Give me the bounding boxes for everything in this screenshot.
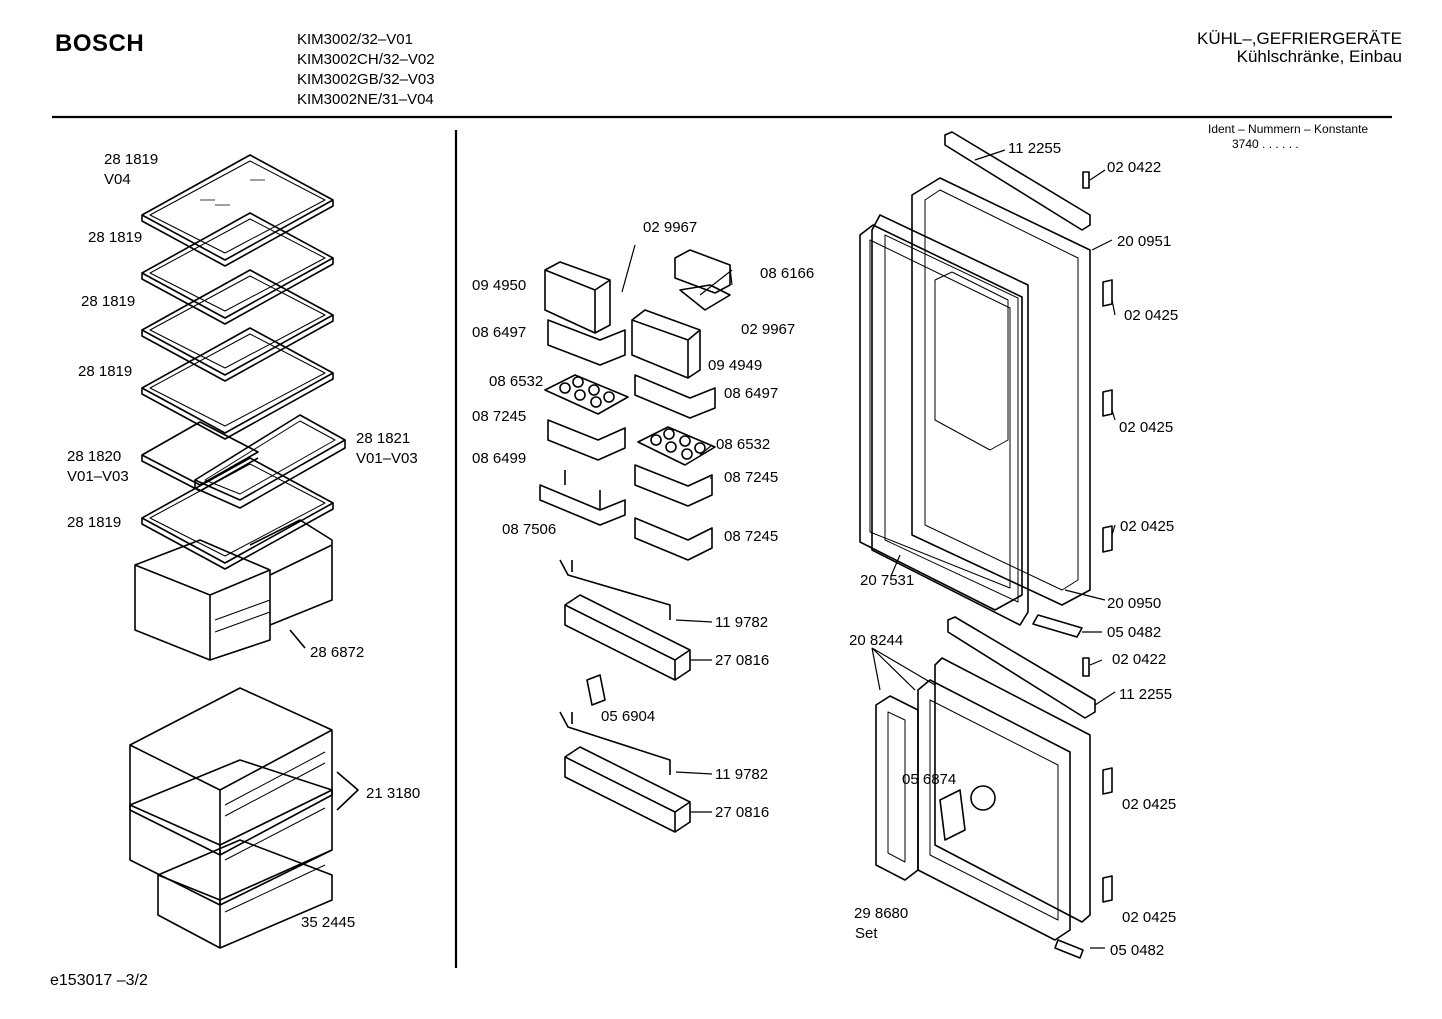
glass-shelf bbox=[141, 457, 334, 570]
model-line: KIM3002GB/32–V03 bbox=[297, 71, 435, 88]
glass-shelf bbox=[141, 154, 334, 267]
variant-label: V04 bbox=[104, 171, 131, 188]
part-label: 11 2255 bbox=[1119, 686, 1173, 703]
glass-shelf bbox=[141, 327, 334, 440]
part-label: 02 0425 bbox=[1124, 307, 1179, 324]
crisper-drawers bbox=[134, 519, 333, 661]
part-label: 08 6532 bbox=[489, 373, 544, 390]
part-label: 08 7245 bbox=[724, 528, 779, 545]
brand-logo: BOSCH bbox=[55, 30, 145, 57]
part-label: 02 0425 bbox=[1119, 419, 1174, 436]
part-label: 05 6904 bbox=[601, 708, 656, 725]
bottle-shelf bbox=[564, 746, 691, 833]
document-id: e153017 –3/2 bbox=[50, 972, 148, 989]
part-label: 05 6874 bbox=[902, 771, 957, 788]
part-label: 20 8244 bbox=[849, 632, 904, 649]
butter-compartment bbox=[544, 261, 626, 366]
freezer-drawer bbox=[129, 687, 333, 856]
part-label: 08 7245 bbox=[472, 408, 527, 425]
egg-tray bbox=[544, 374, 629, 461]
split-glass-shelf bbox=[141, 414, 346, 509]
hinge-covers bbox=[1102, 279, 1113, 903]
small-box bbox=[539, 470, 626, 526]
part-label: 28 1819 bbox=[104, 151, 159, 168]
door-hinge-bar bbox=[944, 131, 1091, 231]
part-label: 05 0482 bbox=[1110, 942, 1165, 959]
ident-label: Ident – Nummern – Konstante bbox=[1208, 122, 1369, 136]
part-label: 28 6872 bbox=[310, 644, 365, 661]
model-line: KIM3002NE/31–V04 bbox=[297, 91, 434, 108]
part-label: 28 1819 bbox=[88, 229, 143, 246]
part-label: 29 8680 bbox=[854, 905, 909, 922]
door-hinge-bar bbox=[947, 616, 1096, 719]
part-label: 20 7531 bbox=[860, 572, 915, 589]
freezer-door-inner bbox=[917, 679, 1071, 941]
leader-line bbox=[871, 647, 936, 691]
part-label: 02 0425 bbox=[1122, 909, 1177, 926]
part-label: 11 9782 bbox=[715, 766, 769, 783]
variant-label: V01–V03 bbox=[356, 450, 418, 467]
part-label: 02 9967 bbox=[643, 219, 698, 236]
category-heading: KÜHL–,GEFRIERGERÄTE Kühlschränke, Einbau bbox=[1197, 30, 1402, 66]
part-label: 35 2445 bbox=[301, 914, 356, 931]
part-label: 05 0482 bbox=[1107, 624, 1162, 641]
part-label: 27 0816 bbox=[715, 804, 770, 821]
part-label: 09 4949 bbox=[708, 357, 763, 374]
part-label: 11 9782 bbox=[715, 614, 769, 631]
fridge-door-inner bbox=[859, 224, 1023, 611]
freezer-door-outer bbox=[934, 657, 1091, 923]
part-label: 02 0422 bbox=[1107, 159, 1162, 176]
freezer-drawer bbox=[129, 759, 333, 906]
model-line: KIM3002CH/32–V02 bbox=[297, 51, 435, 68]
category-line2: Kühlschränke, Einbau bbox=[1236, 47, 1402, 66]
part-label: 28 1820 bbox=[67, 448, 122, 465]
part-label: 02 9967 bbox=[741, 321, 796, 338]
part-label: 08 6499 bbox=[472, 450, 527, 467]
part-label: 02 0425 bbox=[1120, 518, 1175, 535]
part-label: 08 6532 bbox=[716, 436, 771, 453]
fridge-door-outer bbox=[911, 177, 1091, 606]
part-label: 08 6497 bbox=[472, 324, 527, 341]
part-label: 28 1819 bbox=[81, 293, 136, 310]
part-label: 20 0950 bbox=[1107, 595, 1162, 612]
category-line1: KÜHL–,GEFRIERGERÄTE bbox=[1197, 29, 1402, 48]
part-label: 09 4950 bbox=[472, 277, 527, 294]
glass-shelf bbox=[141, 269, 334, 382]
model-line: KIM3002/32–V01 bbox=[297, 31, 413, 48]
door-rail bbox=[559, 711, 671, 775]
ident-value: 3740 . . . . . . bbox=[1232, 137, 1299, 151]
part-label: 27 0816 bbox=[715, 652, 770, 669]
part-label: 20 0951 bbox=[1117, 233, 1172, 250]
freezer-door-gasket bbox=[875, 695, 919, 881]
butter-lid bbox=[674, 249, 731, 311]
butter-compartment bbox=[631, 309, 716, 419]
fridge-door-gasket bbox=[871, 214, 1029, 626]
door-fittings bbox=[1032, 171, 1090, 959]
model-list: KIM3002/32–V01 KIM3002CH/32–V02 KIM3002G… bbox=[297, 30, 435, 110]
ident-block: Ident – Nummern – Konstante 3740 . . . .… bbox=[1208, 122, 1368, 152]
part-label: 28 1819 bbox=[67, 514, 122, 531]
door-rail bbox=[559, 559, 671, 620]
part-label: 28 1819 bbox=[78, 363, 133, 380]
part-label: 08 6497 bbox=[724, 385, 779, 402]
part-label: 21 3180 bbox=[366, 785, 421, 802]
part-label: 08 6166 bbox=[760, 265, 815, 282]
egg-tray bbox=[634, 426, 716, 507]
variant-label: V01–V03 bbox=[67, 468, 129, 485]
part-label: 28 1821 bbox=[356, 430, 411, 447]
part-label: 02 0422 bbox=[1112, 651, 1167, 668]
bottle-shelf bbox=[564, 594, 691, 681]
set-label: Set bbox=[855, 925, 878, 942]
part-label: 08 7245 bbox=[724, 469, 779, 486]
leader-line bbox=[890, 149, 1116, 949]
part-label: 11 2255 bbox=[1008, 140, 1062, 157]
leader-line bbox=[336, 771, 359, 811]
bottle-stop bbox=[586, 674, 606, 706]
small-box bbox=[634, 517, 713, 561]
part-label: 02 0425 bbox=[1122, 796, 1177, 813]
part-label: 08 7506 bbox=[502, 521, 557, 538]
freezer-drawer bbox=[157, 839, 333, 949]
leader-line bbox=[621, 244, 733, 813]
